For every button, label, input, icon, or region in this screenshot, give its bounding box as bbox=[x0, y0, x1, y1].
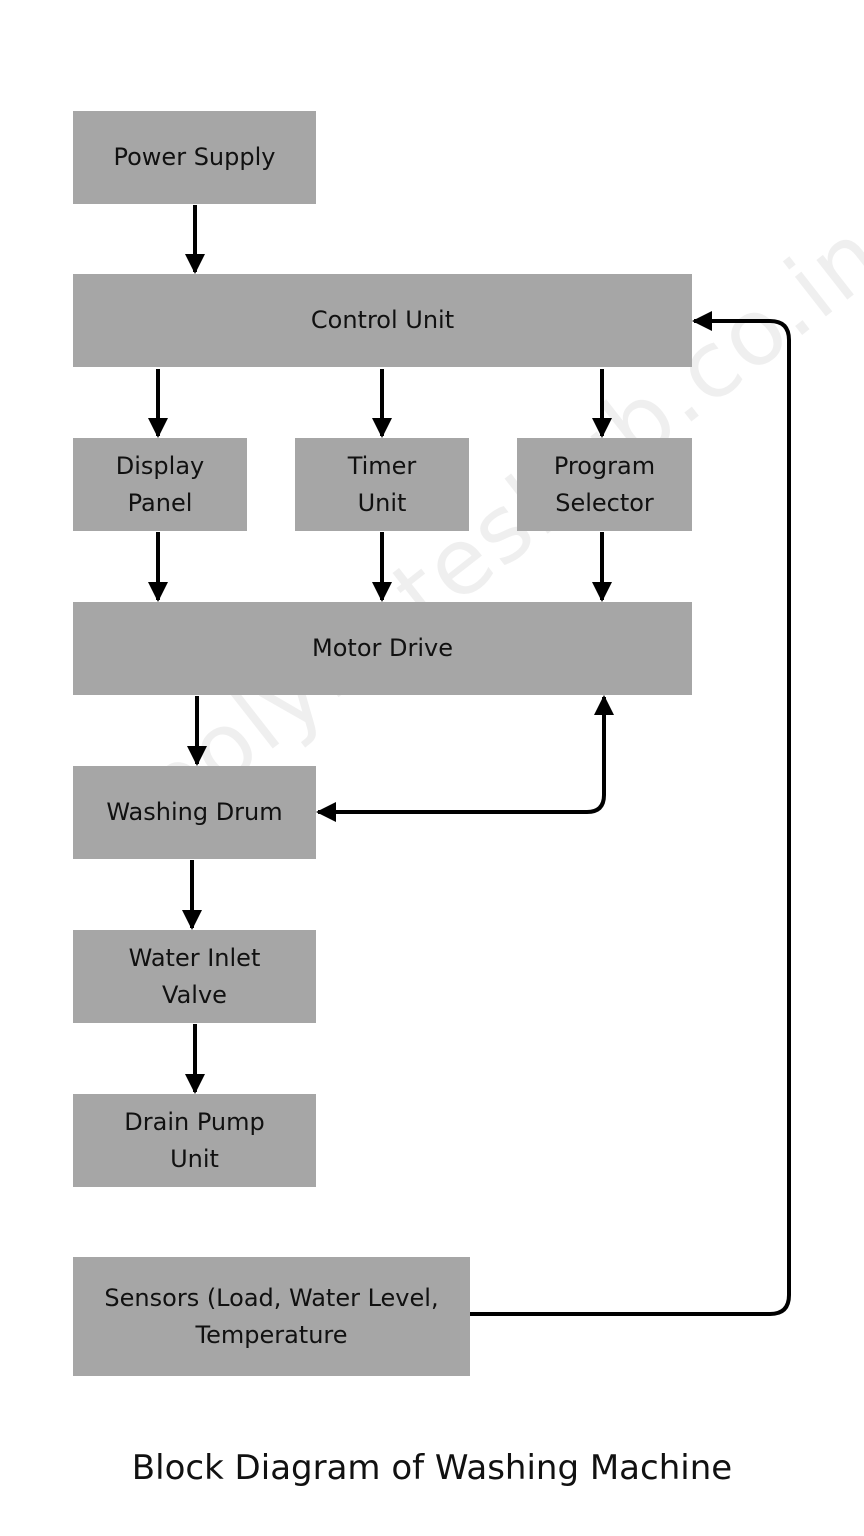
washing-drum-label: Washing Drum bbox=[106, 798, 283, 826]
diagram-caption: Block Diagram of Washing Machine bbox=[131, 1448, 733, 1488]
water-inlet-valve-label-line2: Valve bbox=[162, 980, 227, 1009]
motor-drive-block: Motor Drive bbox=[73, 602, 692, 695]
display-panel-label-line1: Display bbox=[115, 451, 205, 480]
drain-pump-unit-block: Drain Pump Unit bbox=[73, 1094, 316, 1187]
control-unit-block: Control Unit bbox=[73, 274, 692, 367]
water-inlet-valve-label-line1: Water Inlet bbox=[128, 943, 261, 972]
motor-drive-label: Motor Drive bbox=[312, 634, 453, 662]
display-panel-label-line2: Panel bbox=[127, 488, 193, 517]
water-inlet-valve-block: Water Inlet Valve bbox=[73, 930, 316, 1023]
drain-pump-unit-label-line2: Unit bbox=[170, 1144, 219, 1173]
washing-drum-block: Washing Drum bbox=[73, 766, 316, 859]
program-selector-label-line1: Program bbox=[553, 451, 656, 480]
timer-unit-label-line1: Timer bbox=[347, 451, 417, 480]
drain-pump-unit-label-line1: Drain Pump bbox=[124, 1107, 265, 1136]
display-panel-block: Display Panel bbox=[73, 438, 247, 531]
arrow-sensors-to-control bbox=[470, 311, 791, 1316]
power-supply-block: Power Supply bbox=[73, 111, 316, 204]
sensors-label-line2: Temperature bbox=[195, 1320, 348, 1349]
program-selector-block: Program Selector bbox=[517, 438, 692, 531]
power-supply-label: Power Supply bbox=[113, 143, 276, 171]
timer-unit-label-line2: Unit bbox=[357, 488, 407, 517]
control-unit-label: Control Unit bbox=[310, 306, 455, 334]
arrow-drum-motor-bidirectional bbox=[316, 695, 614, 822]
sensors-label-line1: Sensors (Load, Water Level, bbox=[104, 1283, 439, 1312]
program-selector-label-line2: Selector bbox=[555, 488, 654, 517]
sensors-block: Sensors (Load, Water Level, Temperature bbox=[73, 1257, 470, 1376]
timer-unit-block: Timer Unit bbox=[295, 438, 469, 531]
